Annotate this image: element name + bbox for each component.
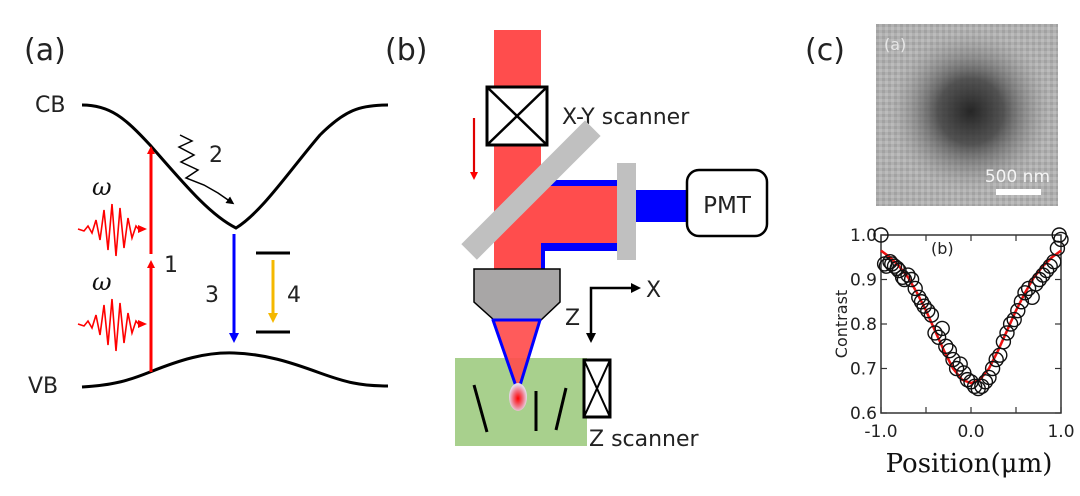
data-point: [886, 258, 903, 274]
data-point: [938, 338, 954, 354]
y-axis-label: Contrast: [832, 290, 851, 358]
data-point: [1042, 258, 1058, 274]
emission-filter: [617, 163, 636, 260]
z-scanner-label: Z scanner: [589, 427, 700, 452]
cb-label: CB: [35, 93, 65, 118]
data-point: [873, 227, 889, 243]
focal-spot: [509, 383, 527, 411]
x-tick-label: 0.0: [957, 422, 984, 442]
data-point: [984, 360, 1001, 377]
data-point: [1038, 262, 1055, 279]
y-tick-label: 0.9: [850, 271, 877, 291]
data-point: [977, 374, 994, 390]
pmt-detector: [685, 168, 769, 238]
omega-label-lower: ω: [92, 268, 112, 296]
data-point: [1013, 294, 1030, 310]
data-point: [896, 271, 913, 288]
sample-feature-line: [554, 387, 568, 431]
x-tick-label: -1.0: [864, 422, 897, 442]
panel-a-label: (a): [24, 33, 66, 68]
data-point: [941, 343, 958, 359]
data-point: [1006, 311, 1022, 328]
data-point: [903, 271, 920, 288]
panel-a: (a) CB VB 1 ω ω 2 3 4: [24, 33, 389, 399]
panel-b-label: (b): [385, 33, 427, 68]
contrast-plot: -1.0 0.0 1.0 0.6 0.7 0.8 0.9 1.0 (b) Contrast P…: [832, 226, 1075, 479]
laser-beam-horizontal: [541, 186, 617, 243]
fit-curve: [880, 249, 1062, 385]
scale-bar: [996, 189, 1041, 195]
data-point: [900, 267, 916, 283]
step-1-label: 1: [164, 253, 178, 278]
axis-z-label: Z: [565, 306, 580, 331]
data-point: [1031, 271, 1048, 288]
vb-label: VB: [28, 374, 58, 399]
data-point: [911, 289, 927, 305]
dichroic-mirror: [461, 120, 601, 260]
fluorescence-beam-to-pmt: [630, 190, 688, 222]
photon-wave-icon: [77, 298, 145, 352]
photon-wavepacket-lower: ω: [77, 268, 147, 352]
data-points: [873, 227, 1069, 397]
plot-ticks: [880, 234, 1062, 414]
sample-feature-line: [472, 384, 489, 433]
x-axis-label: Position(μm): [886, 449, 1053, 479]
data-point: [981, 369, 997, 386]
data-point: [923, 307, 940, 323]
z-scanner-icon: [582, 358, 612, 419]
focusing-cone: [491, 318, 542, 394]
step-2-label: 2: [209, 143, 223, 168]
data-point: [1035, 267, 1051, 283]
plot-tick-labels: -1.0 0.0 1.0 0.6 0.7 0.8 0.9 1.0: [850, 226, 1075, 442]
y-tick-label: 0.7: [850, 360, 877, 380]
scale-bar-label: 500 nm: [985, 167, 1050, 187]
photon-wave-icon: [77, 203, 145, 257]
microscopy-image: (a) 500 nm: [876, 24, 1058, 206]
x-tick-label: 1.0: [1047, 422, 1074, 442]
panel-c: (c) (a) 500 nm -1.0 0.0 1.0 0.6 0.7 0.8 0.9 1.0…: [805, 24, 1075, 479]
data-point: [934, 320, 950, 337]
pmt-label: PMT: [703, 193, 752, 219]
data-point: [1002, 316, 1019, 332]
photon-wavepacket-upper: ω: [77, 173, 147, 257]
step-3-label: 3: [205, 283, 219, 308]
image-inset-label: (a): [884, 35, 906, 54]
data-point: [1053, 231, 1069, 248]
conduction-band-curve: [81, 103, 389, 230]
y-tick-label: 0.8: [850, 315, 877, 335]
xy-scanner-icon: [485, 85, 549, 147]
data-point: [920, 302, 936, 319]
data-point: [907, 280, 923, 297]
data-point: [952, 356, 968, 372]
data-point: [966, 378, 983, 394]
objective-lens: [473, 268, 561, 321]
data-point: [988, 351, 1004, 368]
relaxation-wavy-arrow: [177, 134, 235, 205]
panel-b: (b) X-Y scanner PMT: [385, 30, 769, 452]
y-tick-label: 1.0: [850, 226, 877, 246]
panel-c-label: (c): [805, 33, 845, 68]
y-tick-label: 0.6: [850, 404, 877, 424]
omega-label-upper: ω: [92, 173, 112, 201]
plot-inset-label: (b): [931, 239, 954, 258]
axis-x-label: X: [646, 278, 661, 303]
valence-band-curve: [81, 351, 389, 389]
axis-x-arrow: [589, 283, 641, 330]
data-point: [999, 325, 1015, 341]
data-point: [1010, 302, 1026, 319]
data-point: [995, 334, 1012, 350]
step-4-label: 4: [287, 283, 301, 308]
